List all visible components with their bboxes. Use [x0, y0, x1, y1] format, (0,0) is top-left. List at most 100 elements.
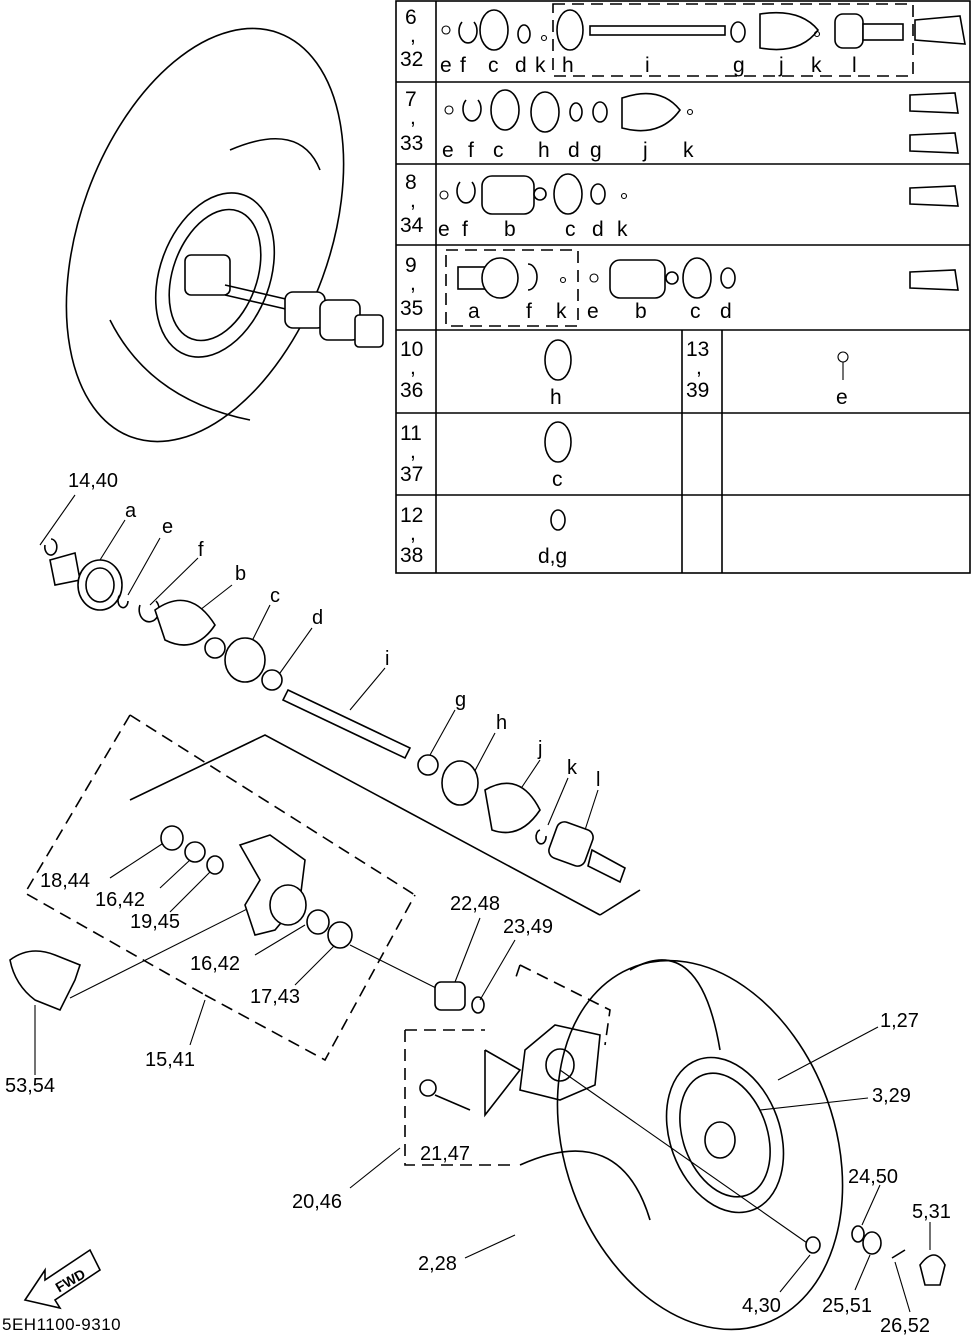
row-6-letter-c: c [488, 54, 499, 77]
row-9-letter-d: d [720, 300, 732, 323]
row-7-parts: e f c h d g j k [442, 89, 959, 162]
knuckle-assembly: 18,44 16,42 19,45 16,42 17,43 15,41 53,5… [5, 714, 641, 1097]
hub-and-wheel: 21,47 20,46 1,27 3,29 2,28 24,50 5,31 4,… [292, 959, 951, 1335]
callout-5-31: 5,31 [912, 1201, 951, 1223]
callout-a: a [125, 500, 137, 522]
callout-b: b [235, 563, 246, 585]
row-7-letter-g: g [590, 139, 602, 162]
row-6-parts: e f c d k h i g j k l [440, 3, 966, 77]
row-num-37: 37 [400, 463, 423, 486]
row-6-letter-j: j [778, 54, 784, 77]
row-7-letter-j: j [642, 139, 648, 162]
row-8-parts: e f b c d k [438, 173, 959, 241]
row-9-letter-f: f [526, 300, 532, 323]
row-12-letter-dg: d,g [538, 545, 567, 568]
row-7-letter-k: k [683, 139, 694, 162]
row-7-letter-f: f [468, 139, 474, 162]
row-6-letter-g: g [733, 54, 745, 77]
row-7-letter-h: h [538, 139, 550, 162]
callout-16-42-a: 16,42 [95, 889, 145, 911]
row-8-letter-e: e [438, 218, 450, 241]
row-11-letter-c: c [552, 468, 563, 491]
callout-c: c [270, 585, 280, 607]
callout-18-44: 18,44 [40, 870, 90, 892]
row-6-letter-d: d [515, 54, 527, 77]
part-code: 5EH1100-9310 [2, 1315, 121, 1334]
row-7-letter-c: c [493, 139, 504, 162]
row-num-6: 6 [405, 6, 417, 29]
row-9-letter-e: e [587, 300, 599, 323]
callout-21-47: 21,47 [420, 1143, 470, 1165]
callout-23-49: 23,49 [503, 916, 553, 938]
row-sep-13: , [696, 356, 702, 379]
callout-26-52: 26,52 [880, 1315, 930, 1335]
row-num-36: 36 [400, 379, 423, 402]
row-sep-7: , [410, 106, 416, 129]
callout-53-54: 53,54 [5, 1075, 55, 1097]
row-10-letter-h: h [550, 386, 562, 409]
callout-j: j [537, 738, 542, 760]
row-sep-12: , [410, 522, 416, 545]
row-num-35: 35 [400, 297, 423, 320]
row-num-8: 8 [405, 171, 417, 194]
callout-4-30: 4,30 [742, 1295, 781, 1317]
row-num-34: 34 [400, 214, 424, 237]
row-6-letter-k: k [535, 54, 546, 77]
callout-i: i [385, 648, 389, 670]
reference-table: 6 , 32 7 , 33 8 , 34 9 , 35 10 , 36 11 ,… [395, 0, 971, 574]
row-8-letter-d: d [592, 218, 604, 241]
row-8-letter-b: b [504, 218, 516, 241]
callout-g: g [455, 689, 466, 711]
row-num-39: 39 [686, 379, 709, 402]
row-sep-8: , [410, 189, 416, 212]
callout-20-46: 20,46 [292, 1191, 342, 1213]
callout-k: k [567, 757, 578, 779]
callout-2-28: 2,28 [418, 1253, 457, 1275]
row-num-33: 33 [400, 132, 423, 155]
fwd-label: FWD [52, 1265, 88, 1295]
row-num-38: 38 [400, 544, 423, 567]
row-sep-9: , [410, 272, 416, 295]
row-7-letter-d: d [568, 139, 580, 162]
row-num-9: 9 [405, 254, 417, 277]
row-sep-10: , [410, 356, 416, 379]
drive-shaft-assembly: 14,40 a e f b c d i g h j k l [39, 470, 626, 884]
row-num-13: 13 [686, 338, 709, 361]
row-6-letter-i: i [645, 54, 650, 77]
callout-14-40: 14,40 [68, 470, 118, 492]
fwd-arrow: FWD [23, 1248, 102, 1310]
row-8-letter-c: c [565, 218, 576, 241]
row-6-letter-f: f [460, 54, 466, 77]
callout-l: l [596, 769, 600, 791]
row-6-letter-h: h [562, 54, 574, 77]
row-13-letter-e: e [836, 386, 848, 409]
callout-25-51: 25,51 [822, 1295, 872, 1317]
callout-22-48: 22,48 [450, 893, 500, 915]
row-num-32: 32 [400, 48, 423, 71]
row-9-parts: a f k e b c d [445, 249, 959, 327]
callout-17-43: 17,43 [250, 986, 300, 1008]
callout-h: h [496, 712, 507, 734]
callout-d: d [312, 607, 323, 629]
row-8-letter-f: f [462, 218, 468, 241]
row-6-letter-k2: k [811, 54, 822, 77]
callout-15-41: 15,41 [145, 1049, 195, 1071]
callout-24-50: 24,50 [848, 1166, 898, 1188]
row-9-letter-c: c [690, 300, 701, 323]
row-8-letter-k: k [617, 218, 628, 241]
row-6-letter-e: e [440, 54, 452, 77]
row-7-letter-e: e [442, 139, 454, 162]
row-9-letter-b: b [635, 300, 647, 323]
callout-3-29: 3,29 [872, 1085, 911, 1107]
callout-e: e [162, 516, 173, 538]
row-6-letter-l: l [852, 54, 857, 77]
row-sep-6: , [410, 24, 416, 47]
row-num-7: 7 [405, 88, 417, 111]
row-sep-11: , [410, 440, 416, 463]
row-9-letter-k: k [556, 300, 567, 323]
callout-f: f [198, 539, 204, 561]
row-num-12: 12 [400, 504, 423, 527]
callout-16-42-b: 16,42 [190, 953, 240, 975]
row-num-11: 11 [400, 422, 422, 445]
